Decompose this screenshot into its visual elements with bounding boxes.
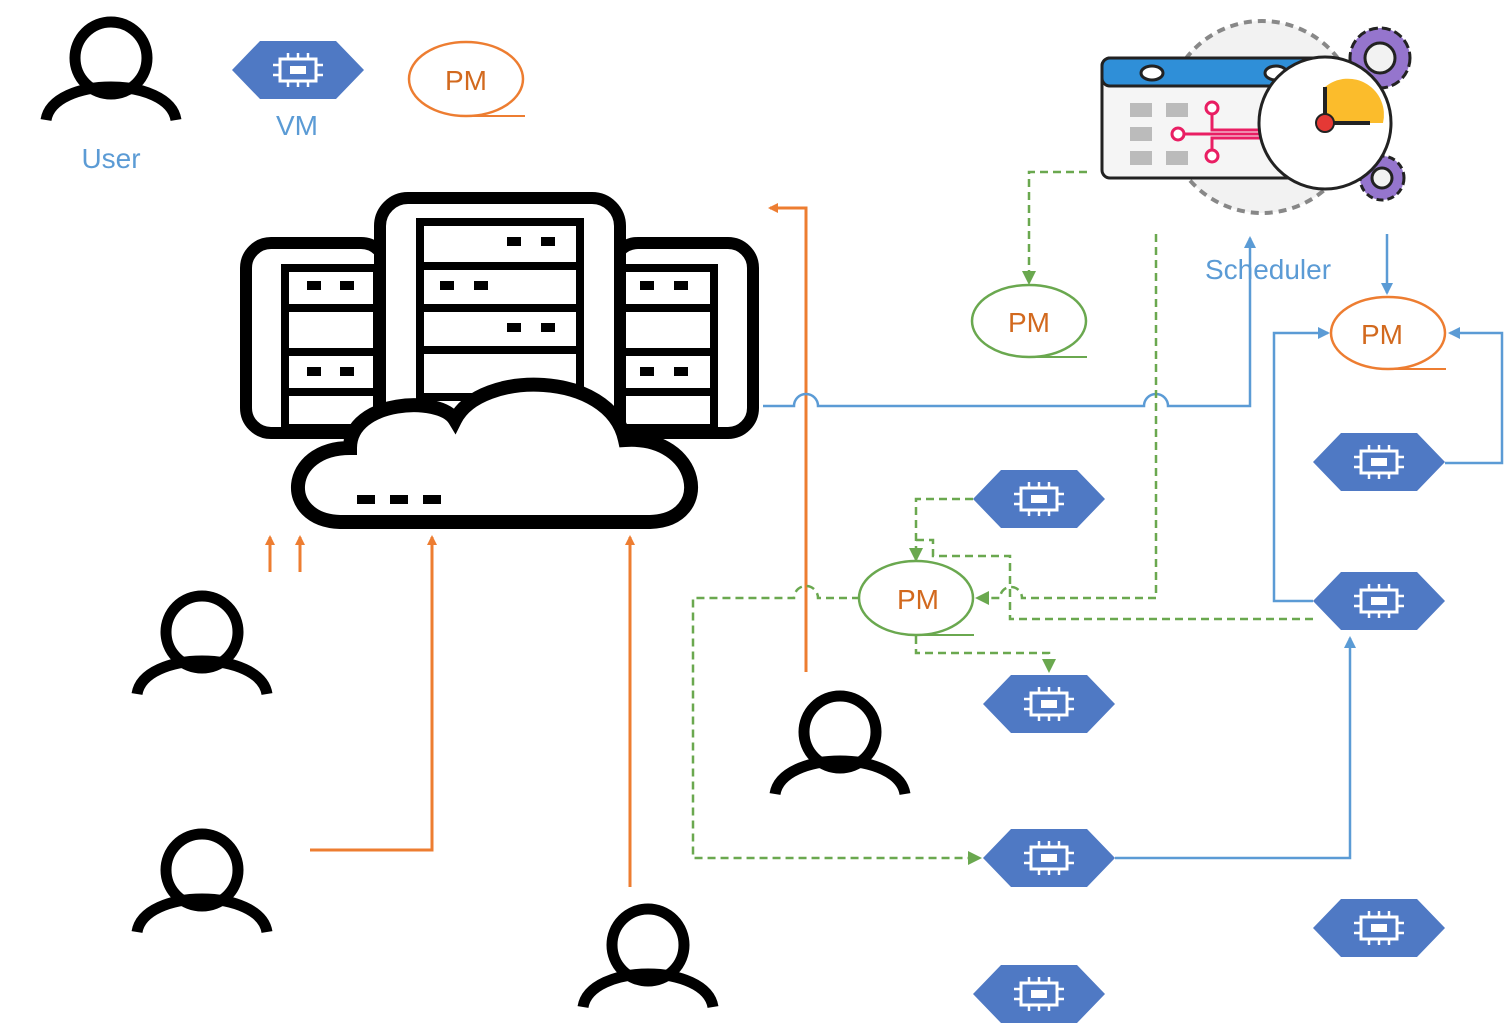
cloud-datacenter-icon	[240, 192, 759, 529]
scheduler-label: Scheduler	[1205, 254, 1331, 285]
vm-node	[981, 827, 1117, 889]
user-node	[775, 696, 905, 794]
user-icon	[46, 22, 176, 120]
legend-vm: VM	[230, 39, 366, 141]
pm-label: PM	[1361, 319, 1403, 350]
user-node	[137, 596, 267, 694]
migration-links	[691, 170, 1313, 865]
pm-label: PM	[897, 584, 939, 615]
legend-user-label: User	[81, 143, 140, 174]
vm-icon	[230, 39, 366, 101]
legend-user: User	[46, 22, 176, 174]
vm-node	[1311, 570, 1447, 632]
user-node	[137, 834, 267, 932]
vm-node	[1311, 897, 1447, 959]
pm-label: PM	[1008, 307, 1050, 338]
user-node	[583, 909, 713, 1007]
legend-pm: PM	[407, 40, 525, 118]
scheduler-icon	[1100, 19, 1412, 215]
legend-pm-label: PM	[445, 65, 487, 96]
scheduler-links	[763, 234, 1504, 860]
pm-node-1: PM	[970, 283, 1088, 359]
vm-node	[971, 468, 1107, 530]
legend-vm-label: VM	[276, 110, 318, 141]
user-request-arrows	[265, 203, 808, 887]
vm-node	[981, 673, 1117, 735]
vm-node	[971, 963, 1107, 1025]
pm-node-2: PM	[1329, 295, 1447, 371]
pm-node-3: PM	[857, 559, 975, 637]
vm-node	[1311, 431, 1447, 493]
